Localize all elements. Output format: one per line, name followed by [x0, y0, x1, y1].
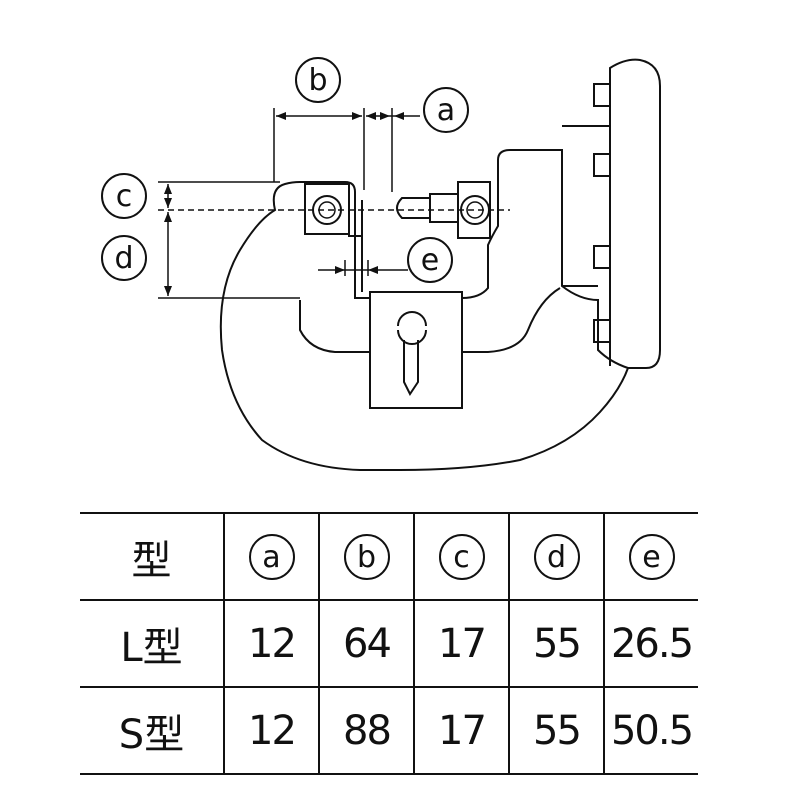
type-cell: S型: [118, 711, 185, 758]
die-key-slot: [403, 340, 419, 396]
table-row: S型 12 88 17 55 50.5: [80, 687, 698, 774]
column-header-c: c: [413, 513, 509, 601]
column-header-d: d: [508, 513, 604, 601]
type-cell: L型: [80, 600, 224, 688]
column-header-b: b: [318, 513, 414, 601]
value-cell: 50.5: [603, 687, 698, 774]
value-cell: 12: [223, 687, 319, 774]
label-c-circle: [101, 173, 147, 219]
label-e-circle: [407, 237, 453, 283]
jaw-inner-outline: [299, 287, 561, 353]
column-header-e: e: [603, 513, 698, 601]
label-e: e: [421, 243, 439, 278]
tool-body-outline: [219, 149, 630, 471]
value-cell: 12: [223, 600, 319, 688]
label-b: b: [308, 63, 327, 98]
label-a: a: [437, 93, 455, 128]
die-block: [369, 291, 463, 409]
value-cell: 26.5: [603, 600, 698, 688]
punch-tool-diagram: b a c d e: [101, 57, 661, 471]
flange-plate: [562, 58, 661, 369]
label-d: d: [114, 241, 133, 276]
value-cell: 17: [413, 600, 509, 688]
label-a-circle: [423, 87, 469, 133]
column-header-a: a: [223, 513, 319, 601]
value-cell: 55: [508, 600, 604, 688]
value-cell: 88: [318, 687, 414, 774]
punch-holder-left: [304, 183, 350, 235]
label-c: c: [116, 179, 133, 214]
bolt-right: [460, 195, 490, 225]
value-cell: 17: [413, 687, 509, 774]
table-row: L型 12 64 17 55 26.5: [80, 600, 698, 688]
punch-tip: [396, 193, 459, 223]
label-d-circle: [101, 235, 147, 281]
value-cell: 55: [508, 687, 604, 774]
table-header-row: 型 a b c d e: [80, 513, 698, 601]
value-cell: 64: [318, 600, 414, 688]
spec-table: 型 a b c d e L型 12 64 17 55 26.5 S型 12 88…: [80, 512, 698, 775]
die-ring: [397, 311, 427, 345]
bolt-left: [312, 195, 342, 225]
type-column-header: 型: [80, 513, 224, 601]
label-b-circle: [295, 57, 341, 103]
